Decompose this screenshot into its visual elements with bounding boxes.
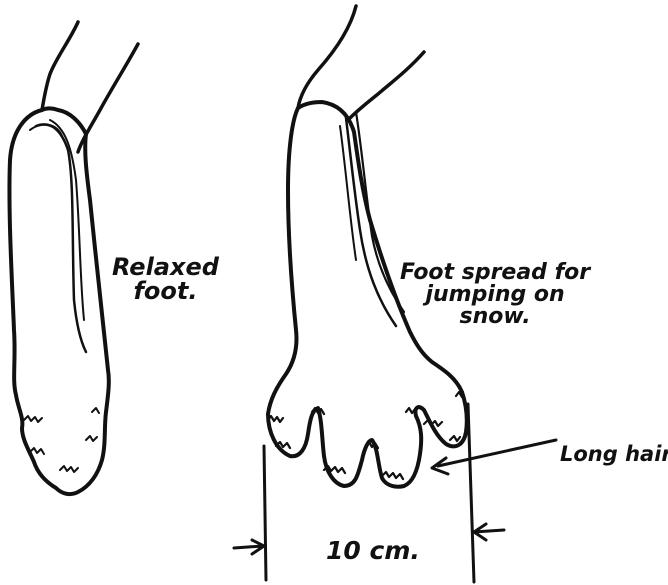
relaxed-foot-label-line-2: foot. (112, 279, 219, 303)
relaxed-foot-leg-left (42, 22, 78, 110)
relaxed-foot-label: Relaxed foot. (112, 255, 219, 303)
spread-foot-tendon-2 (356, 112, 404, 312)
dimension-extension-left (264, 446, 266, 580)
dimension-arrow-right (474, 524, 504, 540)
spread-foot-label-line-3: snow. (400, 306, 590, 328)
long-hairs-label: Long hairs. (560, 444, 668, 465)
spread-foot-label-line-1: Foot spread for (400, 262, 590, 284)
relaxed-foot-outline (9, 109, 108, 495)
dimension-arrow-left (234, 540, 264, 554)
spread-foot-tendon-3 (340, 126, 356, 260)
long-hairs-leader-line (438, 440, 556, 466)
spread-foot-label-line-2: jumping on (400, 284, 590, 306)
spread-foot-label: Foot spread for jumping on snow. (400, 262, 590, 328)
spread-foot-leg-left (298, 6, 356, 108)
spread-foot-drawing (268, 6, 467, 487)
dimension-extension-right (468, 404, 474, 582)
width-label: 10 cm. (326, 538, 420, 563)
relaxed-foot-label-line-1: Relaxed (112, 255, 219, 279)
spread-foot-leg-right (350, 52, 424, 118)
